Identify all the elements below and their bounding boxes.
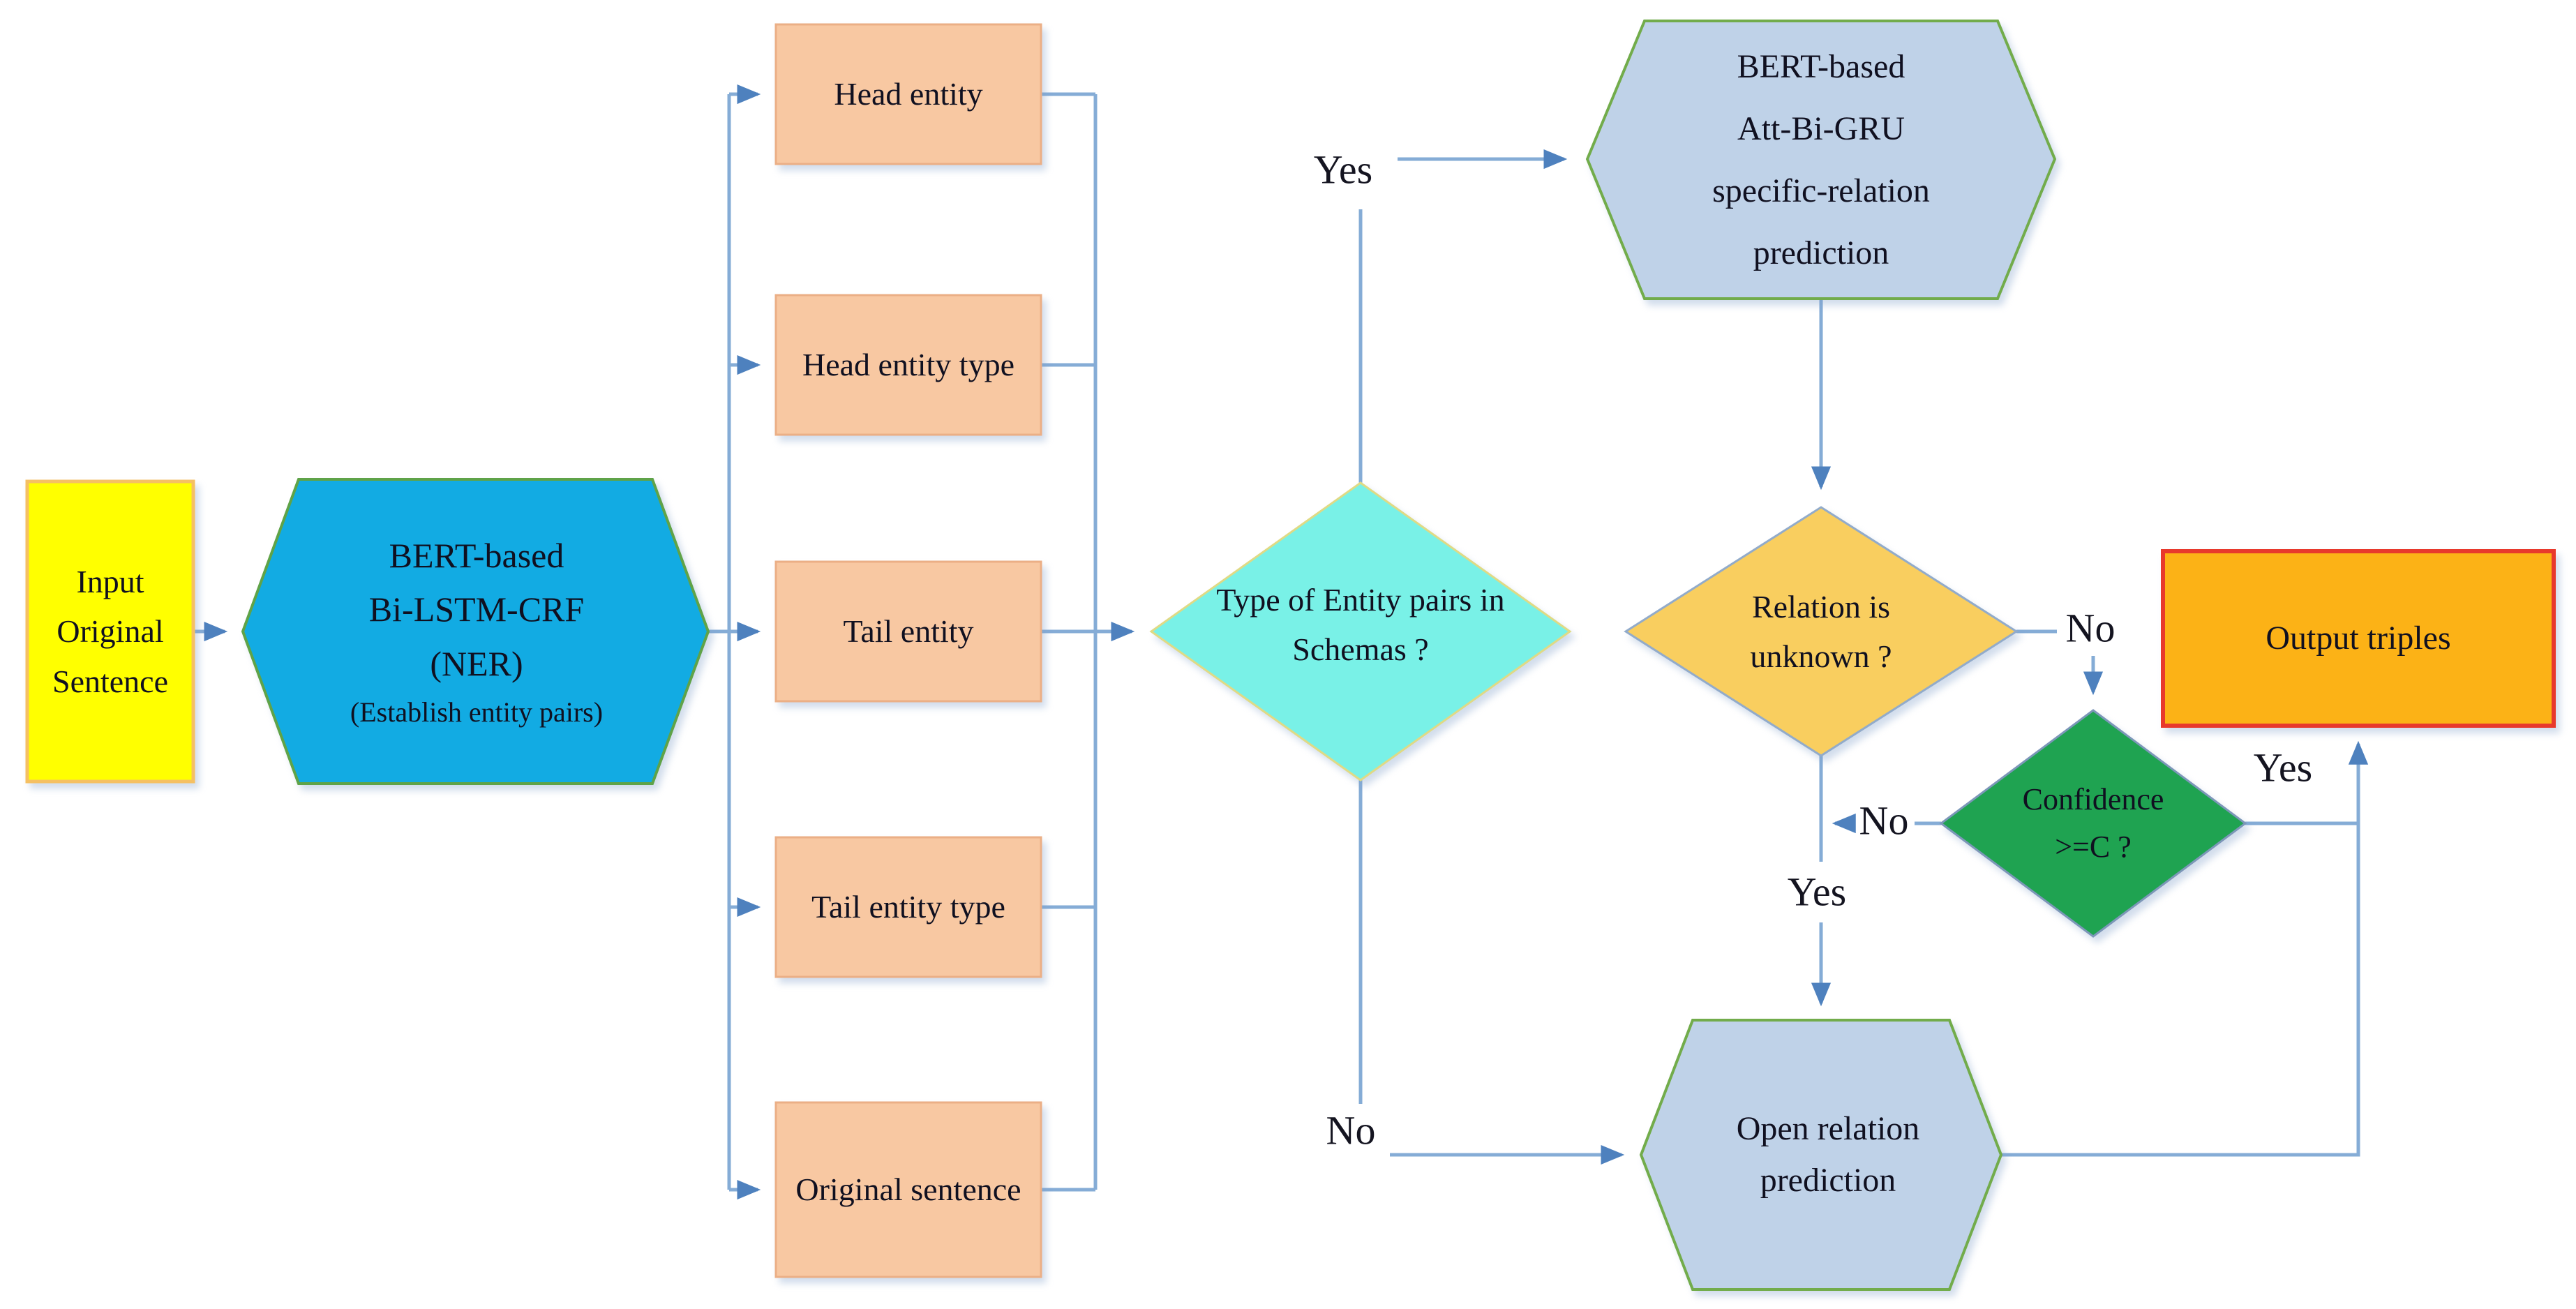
head-entity-box-shape xyxy=(774,23,1042,165)
nodes xyxy=(25,20,2556,1291)
confidence-diamond-shape xyxy=(1939,709,2247,938)
ner-hexagon-shape xyxy=(241,478,710,785)
head-entity-type-box-shape xyxy=(774,294,1042,436)
relation-diamond-shape xyxy=(1624,506,2019,757)
tail-entity-type-box-shape xyxy=(774,836,1042,978)
edge-open-to-output xyxy=(2001,740,2369,1157)
open-hexagon-shape xyxy=(1639,1019,2003,1291)
tail-entity-box-shape xyxy=(774,560,1042,703)
specific-hexagon-shape xyxy=(1585,20,2057,300)
schema-diamond-shape xyxy=(1149,481,1572,781)
output-box-shape xyxy=(2161,549,2556,728)
input-box-shape xyxy=(25,479,195,784)
original-sentence-box-shape xyxy=(774,1101,1042,1278)
connectors xyxy=(193,84,2369,1200)
